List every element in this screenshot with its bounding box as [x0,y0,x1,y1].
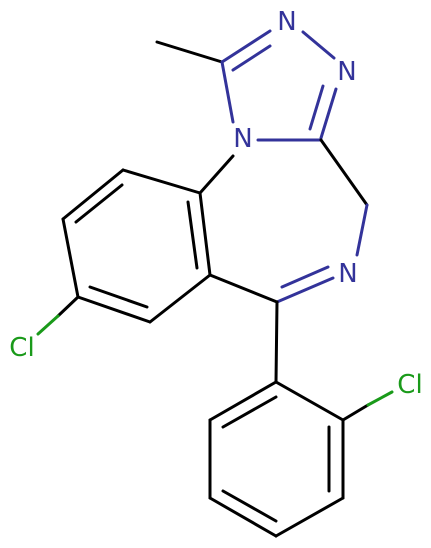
bond-methyl [155,40,224,64]
bond-c1p-c2p [274,380,345,422]
bond-c6p-c1p-inner [221,395,278,429]
bond-c9-c8 [61,168,125,221]
bond-c4p-c5p-inner [221,489,278,523]
bond-c6a-c9b [198,191,212,277]
atom-label-n-diazepine: N [338,259,357,289]
bond-c7-cl [56,295,80,318]
atom-label-cl-left: Cl [9,333,34,363]
bond-c6a-c9b-inner [186,200,199,270]
bond-n3-c3a-inner [308,84,325,131]
bond-n4-c9b [198,154,235,195]
atom-label-n-top: N [277,7,296,37]
bond-n3-c3a [319,87,338,140]
bond-c2p-cl [341,403,370,422]
bond-n2-n3 [301,30,336,60]
bond-c1-n2 [220,29,272,64]
bond-c7-c7a [76,295,152,324]
atom-label-layer: N N N N Cl Cl [9,7,422,400]
atom-label-n-bridge: N [233,124,252,154]
bond-c3a-ch2 [319,138,369,207]
atom-label-cl-right: Cl [397,370,422,400]
bond-n5-c6-inner [280,265,330,289]
bond-c3p-c4p [274,496,345,538]
bond-c1-n2-inner [231,44,272,72]
bond-c8-c7 [61,217,80,299]
bond-n5-c6 [275,276,335,304]
bond-c6-c6a [208,273,279,304]
bond-c2p-cl-color [366,390,394,407]
atom-label-n-right: N [337,57,356,87]
bond-c6-c1p [274,300,279,384]
bond-c1-n4 [220,60,235,124]
bond-c6p-c1p [208,380,278,422]
bond-layer [36,29,394,538]
bond-c9-c8-inner [74,183,124,224]
bond-c7a-c6a [148,273,212,324]
bond-c4p-c5p [208,496,278,538]
bond-c7-c7a-inner [88,285,149,309]
bond-ch2-n5 [355,203,369,257]
bond-c7-cl-color [36,314,60,336]
bond-c9b-c9 [121,168,202,195]
